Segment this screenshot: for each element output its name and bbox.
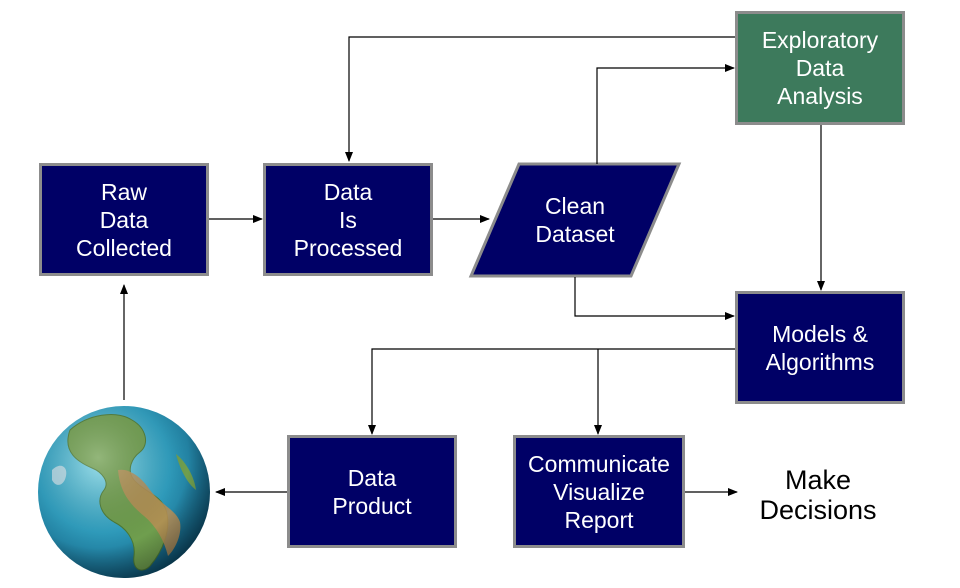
arrow-clean-to-eda <box>596 64 735 164</box>
models-algorithms-box: Models & Algorithms <box>735 291 905 404</box>
exploratory-data-analysis-label: Exploratory Data Analysis <box>761 27 879 109</box>
clean-dataset-shape <box>468 162 682 278</box>
data-product-box: Data Product <box>287 435 457 548</box>
make-decisions-label: Make Decisions <box>759 465 877 525</box>
data-is-processed-box: Data Is Processed <box>263 163 433 276</box>
data-product-label: Data Product <box>332 464 412 519</box>
exploratory-data-analysis-box: Exploratory Data Analysis <box>735 11 905 125</box>
raw-data-collected-box: Raw Data Collected <box>39 163 209 276</box>
clean-dataset-label: Clean Dataset <box>535 193 615 247</box>
arrow-clean-to-models <box>574 277 735 320</box>
communicate-visualize-report-box: Communicate Visualize Report <box>513 435 685 548</box>
models-algorithms-label: Models & Algorithms <box>765 320 875 375</box>
arrow-models-to-product <box>368 348 736 435</box>
raw-data-collected-label: Raw Data Collected <box>76 178 172 261</box>
globe-icon <box>38 406 210 578</box>
arrow-eda-to-processed <box>345 36 736 162</box>
data-is-processed-label: Data Is Processed <box>293 178 403 261</box>
communicate-visualize-report-label: Communicate Visualize Report <box>528 450 670 533</box>
